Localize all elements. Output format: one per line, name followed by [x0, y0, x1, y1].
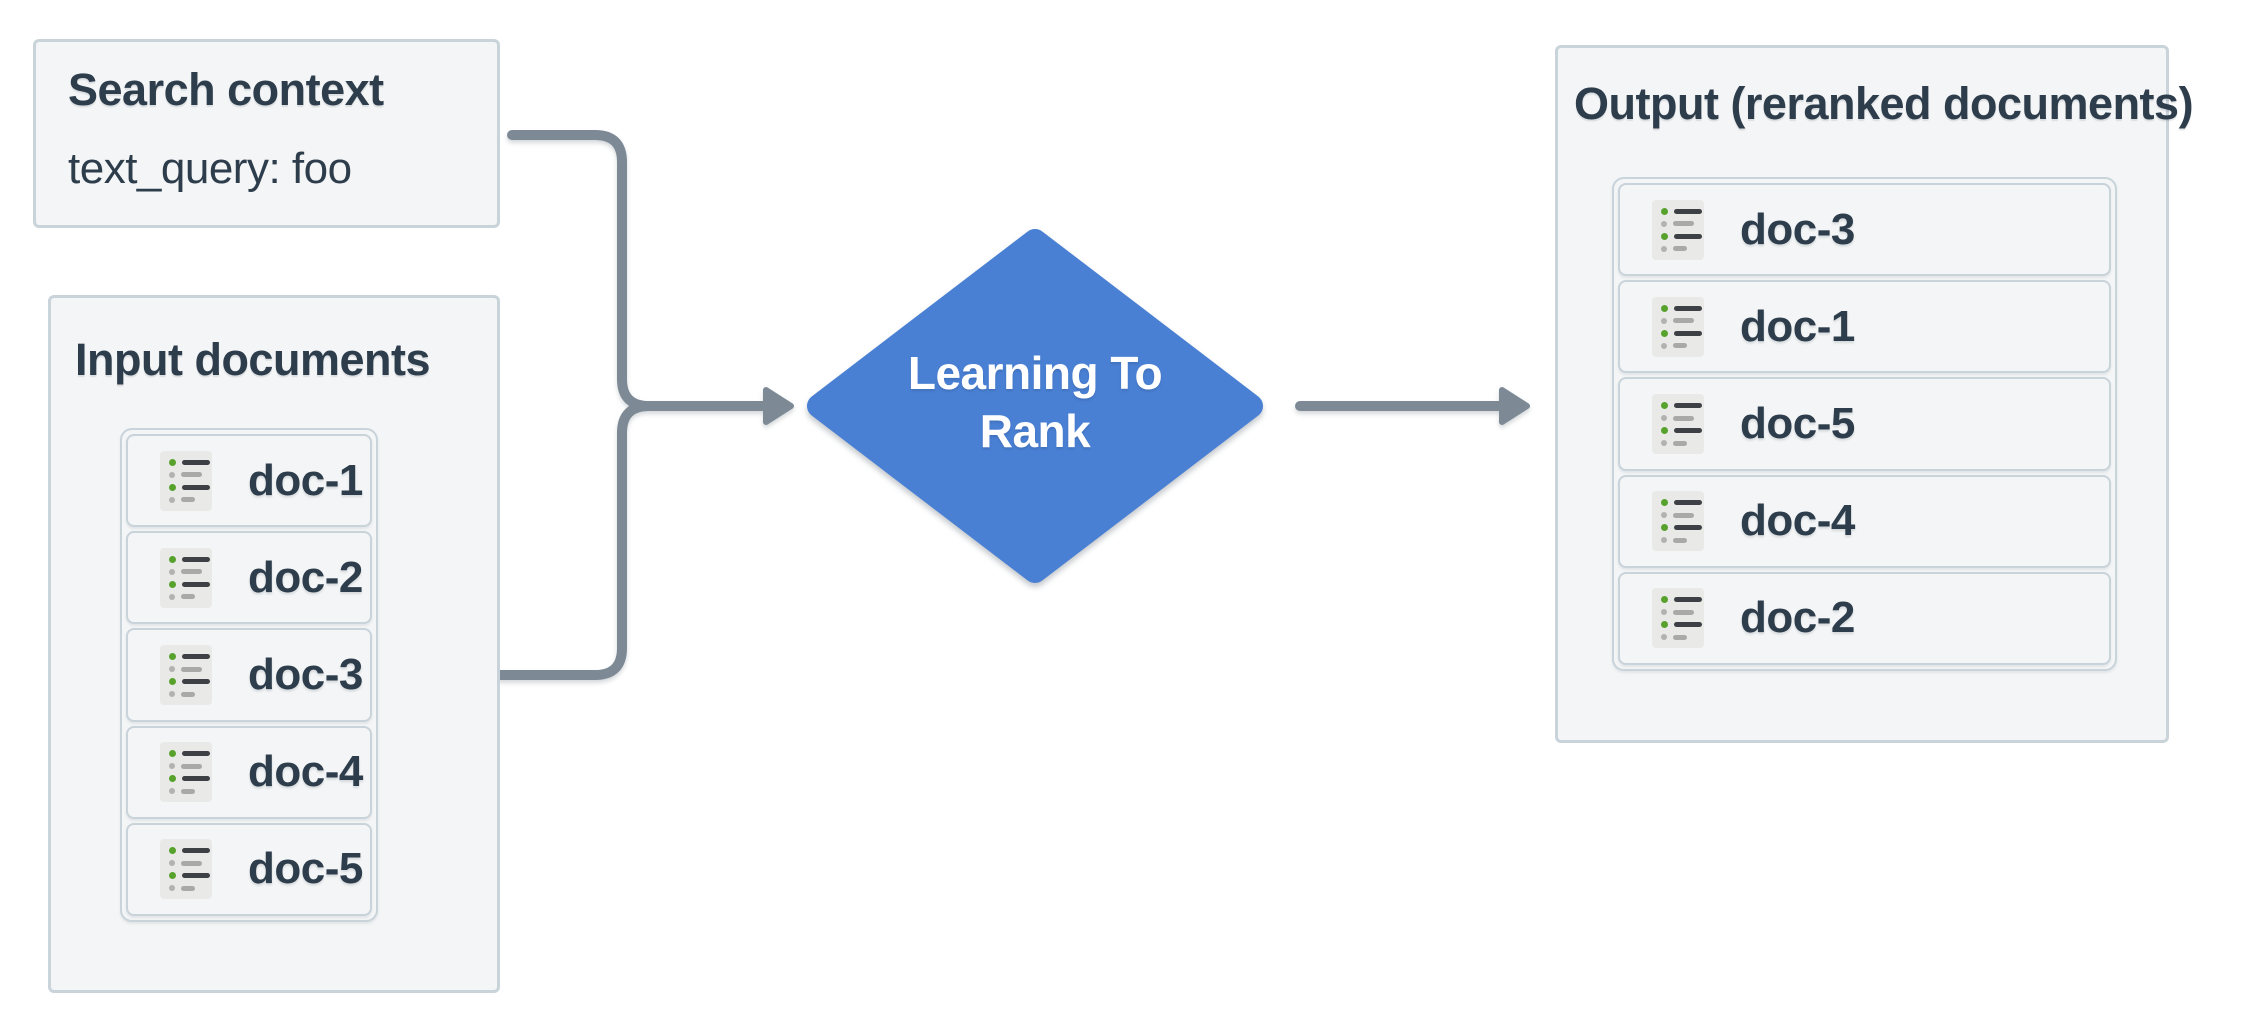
list-icon — [160, 547, 212, 608]
list-icon — [160, 645, 212, 705]
output-documents-box: Output (reranked documents) doc-3 doc-1 … — [1555, 45, 2194, 743]
doc-label: doc-4 — [248, 747, 363, 797]
list-icon — [160, 742, 212, 803]
doc-label: doc-2 — [1740, 593, 1855, 643]
search-context-query: text_query: foo — [68, 144, 352, 193]
doc-item: doc-4 — [1618, 474, 2111, 568]
list-icon — [1652, 394, 1704, 454]
output-doc-list: doc-3 doc-1 doc-5 doc-4 doc-2 — [1612, 177, 2117, 671]
doc-item: doc-5 — [1618, 377, 2111, 471]
doc-label: doc-4 — [1740, 496, 1855, 546]
search-context-title: Search context — [68, 64, 384, 115]
rank-label-line1: Learning To — [907, 347, 1163, 399]
rank-label-line2: Rank — [979, 405, 1091, 457]
list-icon — [1652, 199, 1704, 260]
doc-item: doc-4 — [126, 725, 372, 819]
doc-item: doc-5 — [126, 822, 372, 917]
doc-item: doc-1 — [126, 434, 372, 528]
doc-label: doc-1 — [248, 455, 363, 505]
input-documents-title: Input documents — [75, 334, 430, 385]
doc-label: doc-1 — [1740, 301, 1855, 351]
output-documents-title: Output (reranked documents) — [1574, 78, 2194, 129]
doc-label: doc-3 — [248, 650, 363, 699]
doc-label: doc-5 — [248, 844, 363, 894]
list-icon — [160, 450, 212, 511]
list-icon — [1652, 588, 1704, 649]
doc-label: doc-5 — [1740, 399, 1855, 448]
doc-item: doc-2 — [1618, 571, 2111, 666]
connector-search-to-rank — [507, 130, 771, 411]
doc-label: doc-2 — [248, 552, 363, 602]
input-doc-list: doc-1 doc-2 doc-3 doc-4 doc-5 — [120, 428, 378, 922]
input-documents-box: Input documents doc-1 doc-2 doc-3 doc-4 … — [48, 295, 500, 993]
arrowhead-into-output-icon — [1499, 387, 1530, 425]
list-icon — [1652, 296, 1704, 357]
rank-diamond-label: Learning To Rank — [785, 344, 1285, 460]
list-icon — [160, 839, 212, 900]
doc-label: doc-3 — [1740, 204, 1855, 254]
doc-item: doc-3 — [126, 628, 372, 722]
connector-docs-to-rank — [495, 401, 654, 680]
doc-item: doc-1 — [1618, 280, 2111, 374]
doc-item: doc-2 — [126, 531, 372, 625]
search-context-box: Search context text_query: foo — [33, 39, 500, 228]
list-icon — [1652, 491, 1704, 552]
doc-item: doc-3 — [1618, 183, 2111, 277]
